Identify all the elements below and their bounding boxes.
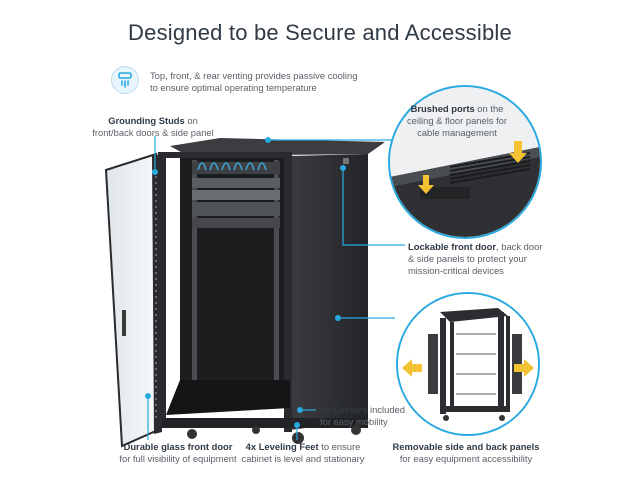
brushed-ports-detail	[388, 85, 542, 239]
page-title: Designed to be Secure and Accessible	[128, 20, 512, 45]
server-cabinet-illustration	[104, 138, 385, 448]
leveling-feet-label: 4x Leveling Feet to ensure cabinet is le…	[241, 441, 365, 464]
grounding-studs-label: Grounding Studs on front/back doors & si…	[92, 115, 214, 138]
casters-label: 4x Casters included for easy mobility	[320, 404, 405, 427]
lockable-door-label: Lockable front door, back door & side pa…	[408, 241, 543, 276]
removable-panels-detail	[396, 292, 540, 436]
fan-vent-icon	[111, 66, 139, 94]
venting-description: Top, front, & rear venting provides pass…	[150, 70, 358, 93]
brushed-ports-text: Brushed ports on the ceiling & floor pan…	[406, 103, 508, 138]
removable-panels-label: Removable side and back panels for easy …	[392, 441, 540, 464]
glass-door-label: Durable glass front door for full visibi…	[119, 441, 237, 464]
